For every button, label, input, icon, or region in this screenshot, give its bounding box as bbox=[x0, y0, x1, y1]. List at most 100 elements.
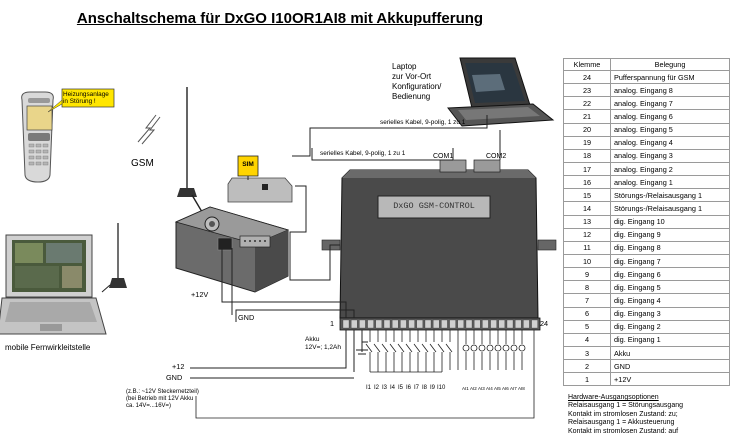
analog-input-label: AI5 bbox=[494, 386, 501, 391]
terminal-number: 4 bbox=[563, 332, 611, 347]
terminal-number: 17 bbox=[563, 161, 611, 177]
terminal-first-label: 1 bbox=[330, 319, 335, 328]
terminal-number: 12 bbox=[563, 227, 611, 242]
terminal-number: 13 bbox=[563, 214, 611, 229]
terminal-number: 21 bbox=[563, 109, 611, 124]
lcd-display-text: DxGO GSM-CONTROL bbox=[393, 201, 475, 211]
terminal-number: 24 bbox=[563, 69, 611, 85]
notes-heading: Hardware-Ausgangsoptionen bbox=[568, 394, 659, 401]
terminal-number: 3 bbox=[563, 345, 611, 361]
terminal-number: 14 bbox=[563, 201, 611, 216]
com1-label: COM1 bbox=[433, 153, 454, 160]
terminal-function: dig. Eingang 2 bbox=[610, 319, 730, 334]
laptop-station bbox=[0, 234, 107, 335]
hardware-output-notes: Hardware-Ausgangsoptionen Relaisausgang … bbox=[568, 394, 683, 436]
terminal-function: Störungs-/Relaisausgang 1 bbox=[610, 188, 730, 203]
cable-label-com2: serielles Kabel, 9-polig, 1 zu 1 bbox=[380, 119, 466, 126]
terminal-function: +12V bbox=[610, 372, 730, 387]
terminal-number: 20 bbox=[563, 122, 611, 137]
laptop-config-label: Laptop zur Vor-Ort Konfiguration/ Bedien… bbox=[392, 62, 442, 101]
terminal-function: analog. Eingang 5 bbox=[610, 122, 730, 137]
notes-line: Relaisausgang 1 = Akkusteuerung bbox=[568, 419, 675, 427]
terminal-function: analog. Eingang 2 bbox=[610, 161, 730, 177]
mobile-station-label: mobile Fernwirkleitstelle bbox=[5, 343, 91, 352]
terminal-last-label: 24 bbox=[540, 319, 549, 328]
input-label: I1 bbox=[366, 385, 372, 391]
mobile-phone bbox=[21, 88, 115, 183]
plus12v-label: +12V bbox=[191, 290, 209, 299]
terminal-number: 22 bbox=[563, 96, 611, 111]
table-header-row: Klemme Belegung bbox=[563, 58, 730, 71]
table-header-belegung: Belegung bbox=[610, 58, 730, 71]
analog-input-label: AI8 bbox=[518, 386, 525, 391]
terminal-function: dig. Eingang 8 bbox=[610, 240, 730, 255]
sim-label: SIM bbox=[242, 161, 254, 168]
terminal-function: Störungs-/Relaisausgang 1 bbox=[610, 201, 730, 216]
notes-line: Relaisausgang 1 = Störungsausgang bbox=[568, 402, 684, 410]
notes-line: Kontakt im stromlosen Zustand: zu; bbox=[568, 410, 678, 418]
digital-input-switches bbox=[365, 330, 459, 373]
analog-input-label: AI7 bbox=[510, 386, 517, 391]
analog-input-label: AI1 bbox=[462, 386, 469, 391]
terminal-function: analog. Eingang 8 bbox=[610, 83, 730, 98]
terminal-function: dig. Eingang 9 bbox=[610, 227, 730, 242]
terminal-function: dig. Eingang 6 bbox=[610, 267, 730, 282]
input-label: I8 bbox=[422, 385, 428, 391]
input-label: I3 bbox=[382, 385, 388, 391]
terminal-number: 16 bbox=[563, 175, 611, 190]
terminal-function: Akku bbox=[610, 345, 730, 361]
input-label: I2 bbox=[374, 385, 380, 391]
terminal-function: dig. Eingang 1 bbox=[610, 332, 730, 347]
supply-plus12-label: +12 bbox=[172, 362, 185, 371]
input-label: I9 bbox=[430, 385, 436, 391]
terminal-number: 23 bbox=[563, 83, 611, 98]
terminal-function: dig. Eingang 3 bbox=[610, 306, 730, 321]
input-label: I7 bbox=[414, 385, 420, 391]
table-row: 1+12V bbox=[563, 372, 730, 387]
gsm-label: GSM bbox=[131, 158, 154, 169]
terminal-function: dig. Eingang 10 bbox=[610, 214, 730, 229]
analog-input-label: AI4 bbox=[486, 386, 493, 391]
terminal-function: analog. Eingang 4 bbox=[610, 135, 730, 150]
gsm-antenna-main bbox=[177, 87, 209, 223]
terminal-number: 19 bbox=[563, 135, 611, 150]
analog-input-label: AI2 bbox=[470, 386, 477, 391]
supply-note: (z.B.: ~12V Steckernetzteil) (bei Betrie… bbox=[126, 389, 199, 409]
terminal-number: 6 bbox=[563, 306, 611, 321]
terminal-number: 8 bbox=[563, 280, 611, 295]
cable-label-com1: serielles Kabel, 9-polig, 1 zu 1 bbox=[320, 150, 406, 157]
terminal-number: 18 bbox=[563, 148, 611, 163]
akku-label: Akku 12V=; 1,2Ah bbox=[305, 336, 341, 351]
power-wiring bbox=[190, 248, 368, 379]
input-label: I6 bbox=[406, 385, 412, 391]
terminal-number: 2 bbox=[563, 359, 611, 374]
gsm-signal-icon bbox=[137, 114, 161, 145]
terminal-number: 10 bbox=[563, 253, 611, 269]
terminal-function: analog. Eingang 6 bbox=[610, 109, 730, 124]
terminal-number: 15 bbox=[563, 188, 611, 203]
supply-gnd-label: GND bbox=[166, 373, 183, 382]
analog-input-label: AI3 bbox=[478, 386, 485, 391]
analog-input-label: AI6 bbox=[502, 386, 509, 391]
notes-line: Kontakt im stromlosen Zustand: auf bbox=[568, 427, 679, 435]
analog-input-sensors bbox=[195, 330, 535, 419]
input-label: I4 bbox=[390, 385, 396, 391]
terminal-number: 1 bbox=[563, 372, 611, 387]
